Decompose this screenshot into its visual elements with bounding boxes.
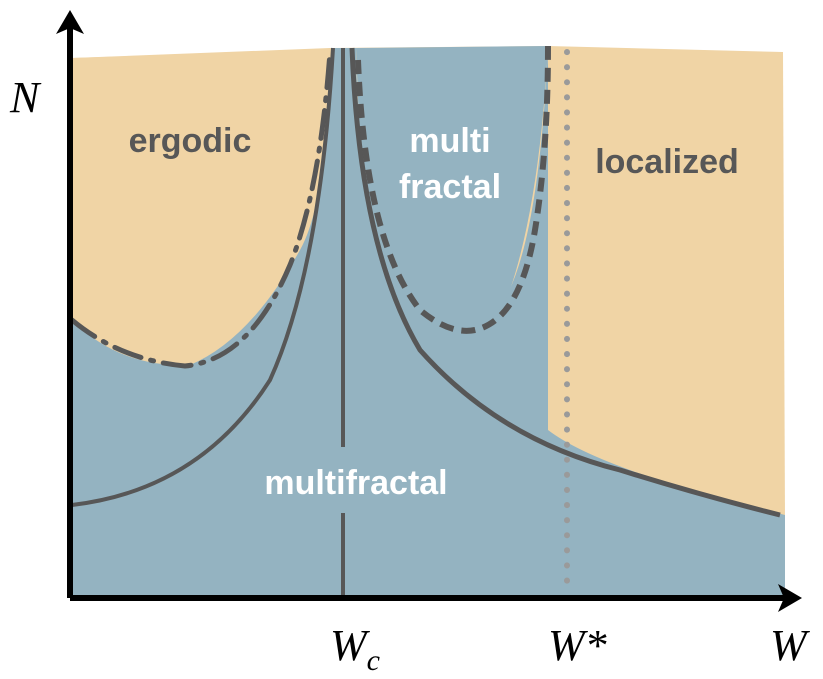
multifractal-pocket-boundary [355,45,551,334]
multifractal-region [72,46,785,598]
x-axis-label: W [770,621,810,670]
right-critical-curve [349,47,781,518]
y-axis-arrowhead [56,10,84,34]
localized-label: localized [595,143,739,181]
ergodic-boundary-curve [69,49,333,369]
wc-tick-label: Wc [330,621,380,677]
multifractal-label: multifractal [264,464,447,502]
multi-fractal-label-line2: fractal [399,168,501,206]
wstar-tick-label: W* [548,621,607,670]
left-critical-curve [71,47,335,507]
ergodic-label: ergodic [129,122,252,160]
ergodic-region [72,50,330,366]
x-axis-arrowhead [778,584,802,612]
y-axis-label: N [9,73,42,122]
multi-fractal-label-line1: multi [409,122,490,160]
upper-multifractal-region [356,46,548,333]
